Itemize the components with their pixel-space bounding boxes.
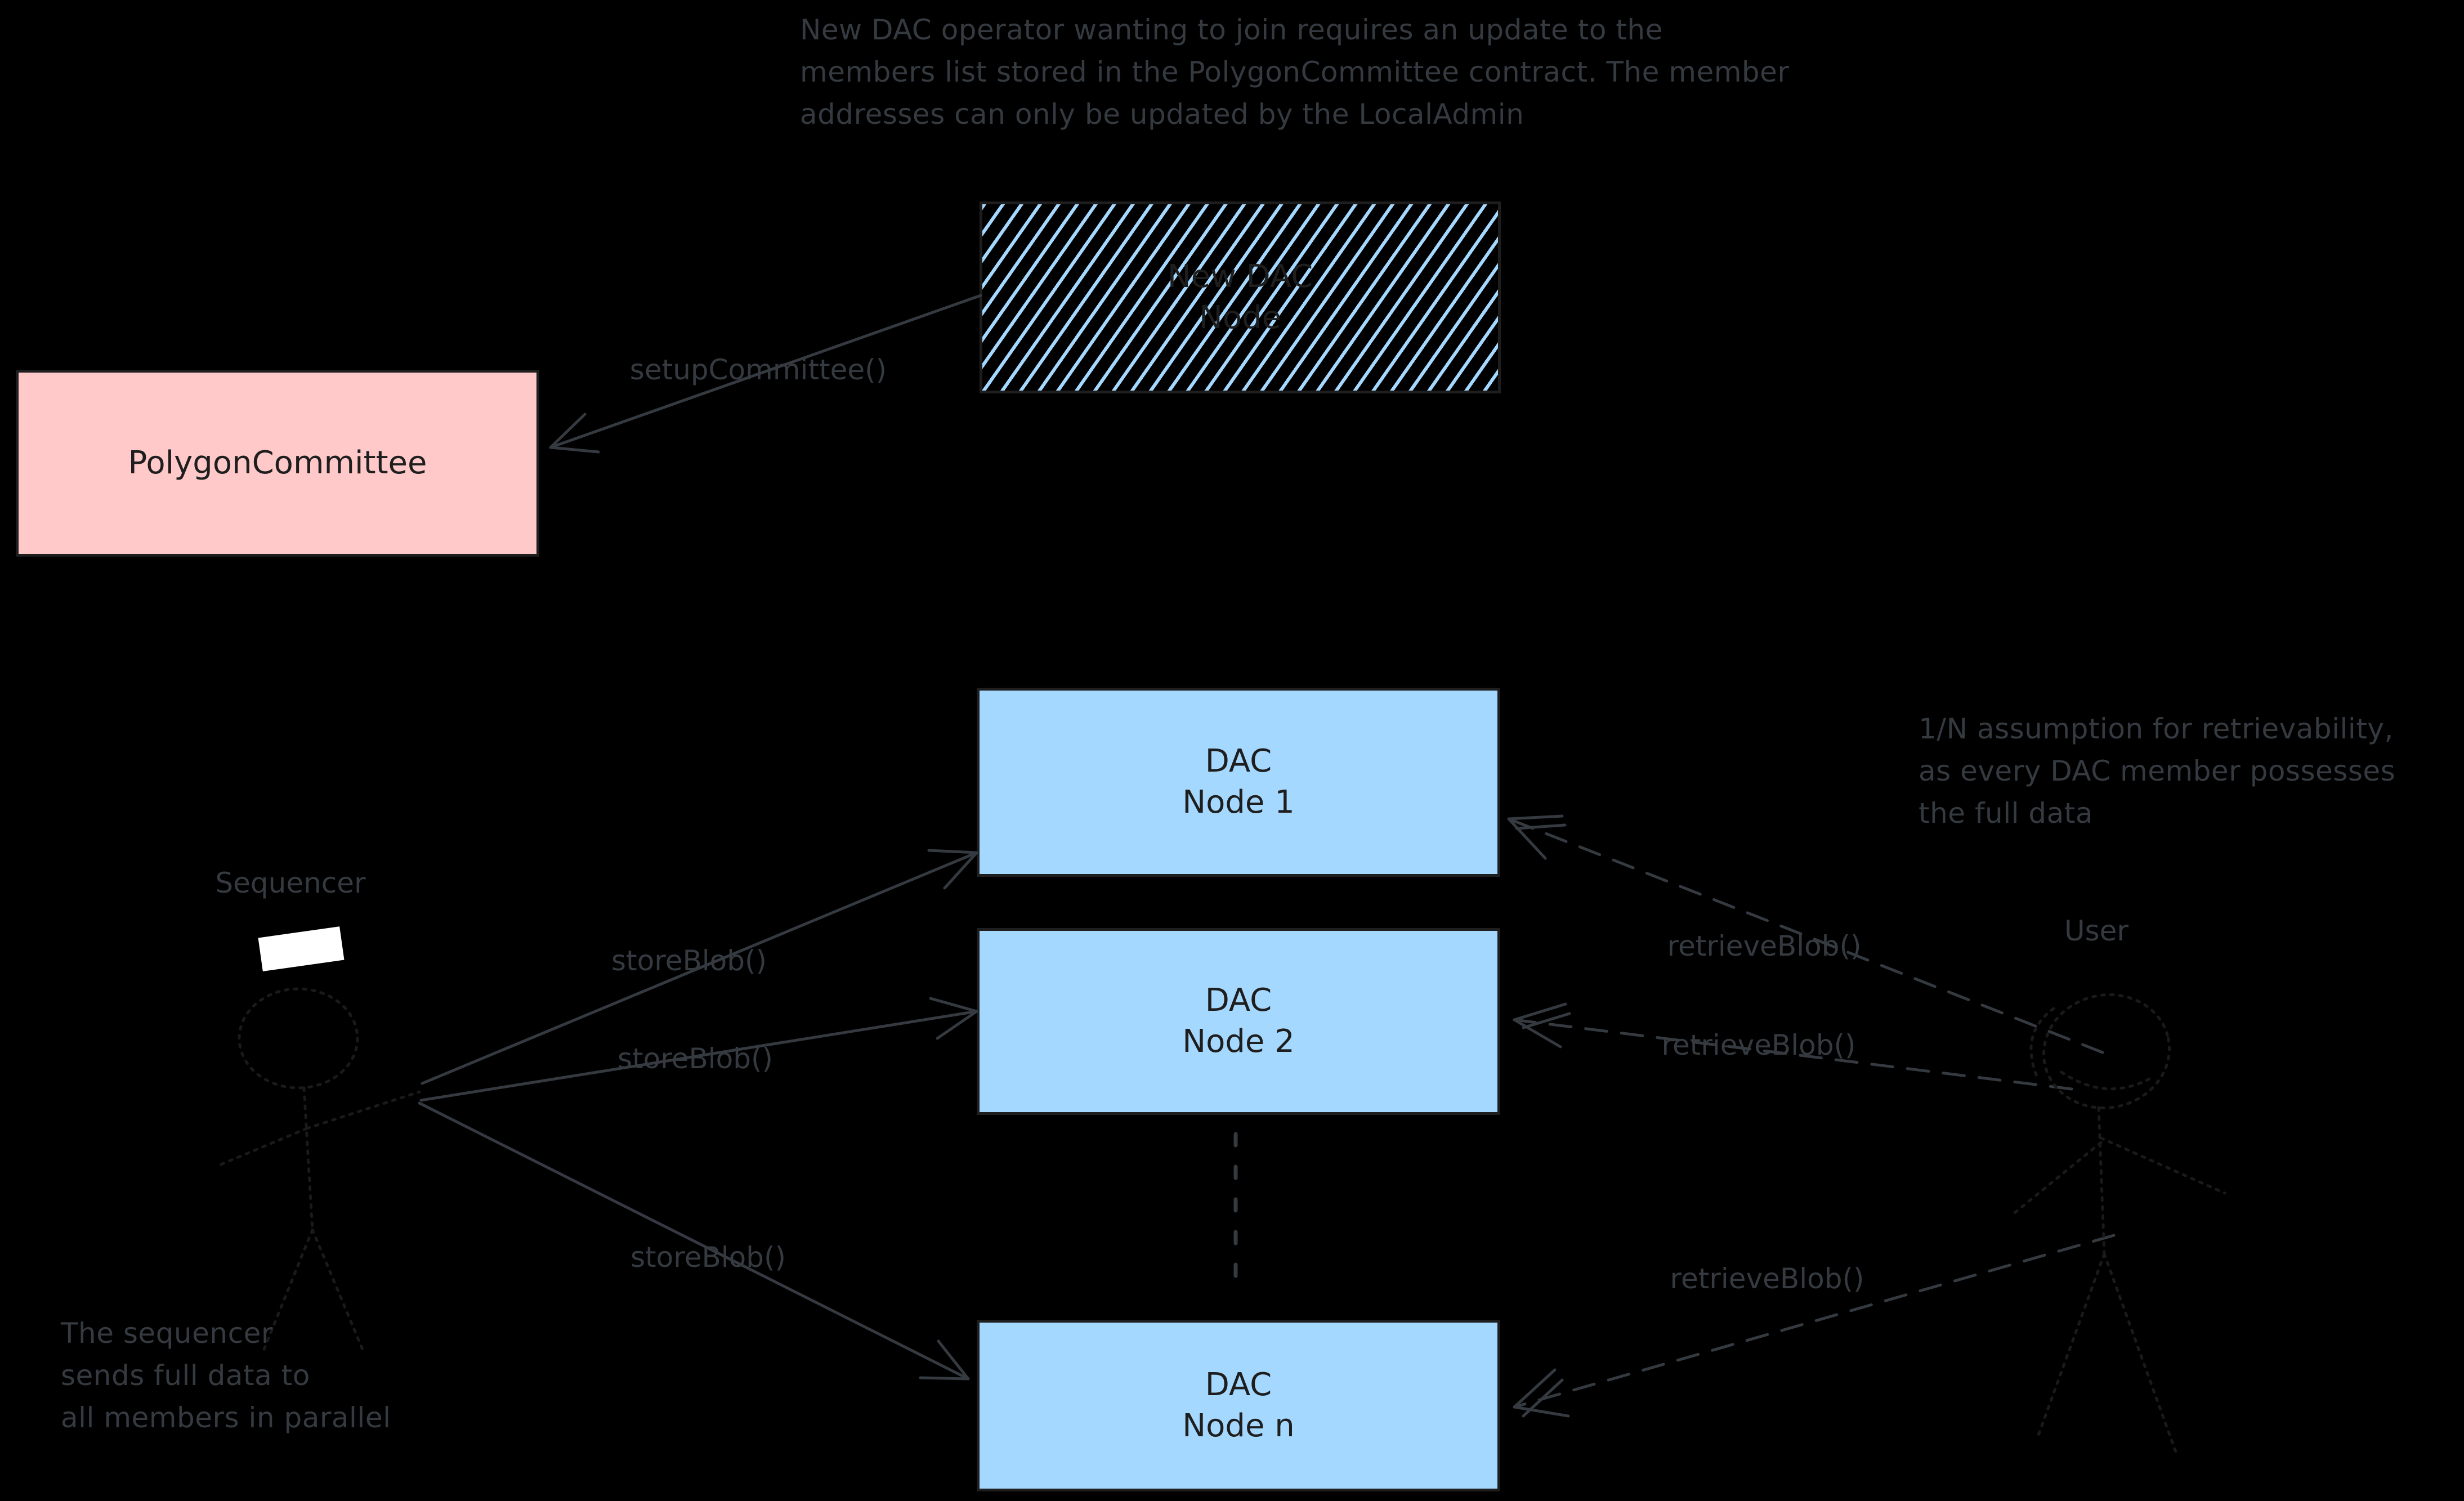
box-dac-node-n-label-line1: DAC [1205, 1366, 1272, 1403]
label-storeblob-2: storeBlob() [617, 1042, 773, 1075]
box-dac-node-2-label-line2: Node 2 [1182, 1023, 1295, 1060]
label-retrieveblob-1: retrieveBlob() [1667, 930, 1862, 962]
label-retrieveblob-2: retrieveBlob() [1661, 1029, 1856, 1061]
label-storeblob-3: storeBlob() [630, 1241, 786, 1274]
label-sequencer: Sequencer [215, 867, 366, 899]
box-polygon-committee-label: PolygonCommittee [128, 444, 427, 481]
box-dac-node-n-label-line2: Node n [1182, 1407, 1295, 1444]
note-sequencer-parallel: The sequencer sends full data to all mem… [61, 1317, 391, 1434]
sequencer-person-icon [218, 987, 421, 1352]
box-new-dac-node: New DAC Node [980, 201, 1501, 393]
arrow-storeblob-node1 [421, 849, 978, 1085]
arrow-setupcommittee [549, 294, 982, 454]
arrow-retrieveblob-node2 [1513, 1002, 2073, 1091]
box-new-dac-node-label-line2: Node [1199, 299, 1282, 336]
box-dac-node-2-label-line1: DAC [1205, 982, 1272, 1019]
box-new-dac-node-label-line1: New DAC [1167, 258, 1313, 295]
box-dac-node-2: DAC Node 2 [977, 928, 1500, 1115]
label-setupcommittee: setupCommittee() [629, 353, 887, 386]
user-person-icon [2011, 993, 2226, 1458]
note-retrievability-assumption: 1/N assumption for retrievability, as ev… [1919, 713, 2396, 830]
sequencer-hat-icon [258, 926, 345, 971]
box-dac-node-1-label-line2: Node 1 [1182, 784, 1295, 821]
label-user: User [2064, 915, 2128, 947]
arrow-storeblob-noden [418, 1101, 970, 1381]
arrow-retrieveblob-noden [1513, 1234, 2116, 1418]
note-new-dac-operator: New DAC operator wanting to join require… [800, 14, 1790, 131]
label-retrieveblob-3: retrieveBlob() [1670, 1262, 1864, 1295]
arrow-storeblob-node2 [419, 997, 978, 1102]
box-dac-node-1: DAC Node 1 [977, 688, 1500, 877]
arrow-retrieveblob-node1 [1507, 814, 2104, 1054]
box-dac-node-n: DAC Node n [977, 1320, 1500, 1491]
box-dac-node-1-label-line1: DAC [1205, 743, 1272, 780]
box-polygon-committee: PolygonCommittee [16, 370, 539, 557]
label-storeblob-1: storeBlob() [611, 944, 767, 977]
